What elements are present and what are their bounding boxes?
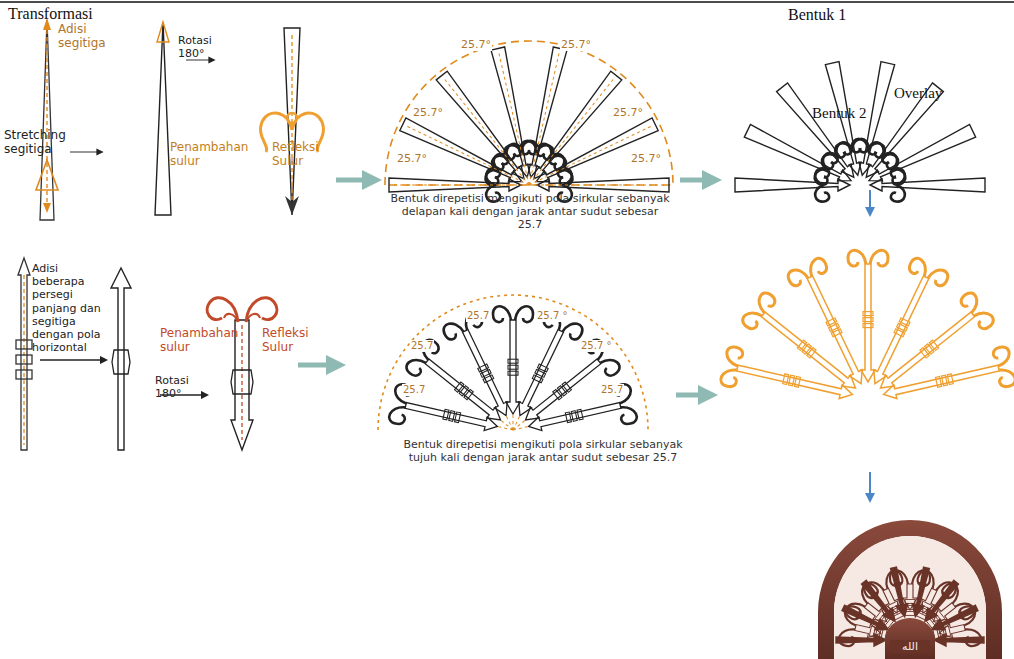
panel-title: Bentuk 2	[812, 104, 902, 122]
angle-label: 25.7°	[560, 38, 592, 51]
step-label: Refleksi Sulur	[272, 140, 332, 169]
step-label: Refleksi Sulur	[262, 326, 322, 355]
angle-label: 25.7°	[396, 152, 428, 165]
top-rule	[0, 1, 1014, 3]
caption-text: Bentuk direpetisi mengikuti pola sirkula…	[388, 192, 672, 232]
calligraphy-text: الله	[890, 640, 930, 653]
angle-label: 25.7°	[630, 152, 662, 165]
bentuk-2-ornament	[720, 250, 1014, 414]
step-label: Penambahan sulur	[160, 326, 230, 355]
bentuk-1-ornament	[735, 59, 985, 201]
angle-label: 25.7°	[412, 106, 444, 119]
flow-arrow	[298, 363, 336, 368]
fan-guide	[378, 295, 648, 430]
angle-label: 25.7°	[460, 38, 492, 51]
angle-label: 25.7	[410, 340, 434, 352]
angle-label: 25.7	[402, 384, 426, 396]
step-label: Penambahan sulur	[170, 140, 254, 169]
angle-label: 25.7	[466, 310, 490, 322]
step-label: Rotasi 180°	[178, 34, 232, 60]
overlay-arrow	[869, 472, 871, 498]
caption-text: Bentuk direpetisi mengikuti pola sirkula…	[398, 438, 688, 464]
panel-title: Bentuk 1	[788, 5, 878, 24]
flow-arrow	[680, 178, 712, 183]
angle-label: 25.7 °	[580, 340, 612, 352]
angle-label: 25.7 °	[536, 310, 568, 322]
overlay-arrow	[869, 190, 871, 212]
step-label: Stretching segitiga	[4, 128, 74, 157]
panel-title: Overlay	[894, 84, 974, 102]
step-label: Rotasi 180°	[155, 374, 209, 400]
fan-ornament	[389, 45, 669, 202]
step-label: Adisi segitiga	[58, 22, 122, 51]
fan-ornament	[388, 306, 638, 446]
flow-arrow	[676, 393, 708, 398]
step-label: Adisi beberapa persegi panjang dan segit…	[32, 262, 114, 354]
flow-arrow	[336, 178, 372, 183]
fan-guide	[385, 41, 673, 185]
angle-label: 25.7	[600, 384, 624, 396]
rotated-sulur-step	[260, 28, 323, 215]
diagram-title: Transformasi	[8, 4, 168, 23]
pole-sulur-step	[207, 298, 277, 450]
final-ornament	[818, 520, 1002, 659]
angle-label: 25.7°	[612, 106, 644, 119]
